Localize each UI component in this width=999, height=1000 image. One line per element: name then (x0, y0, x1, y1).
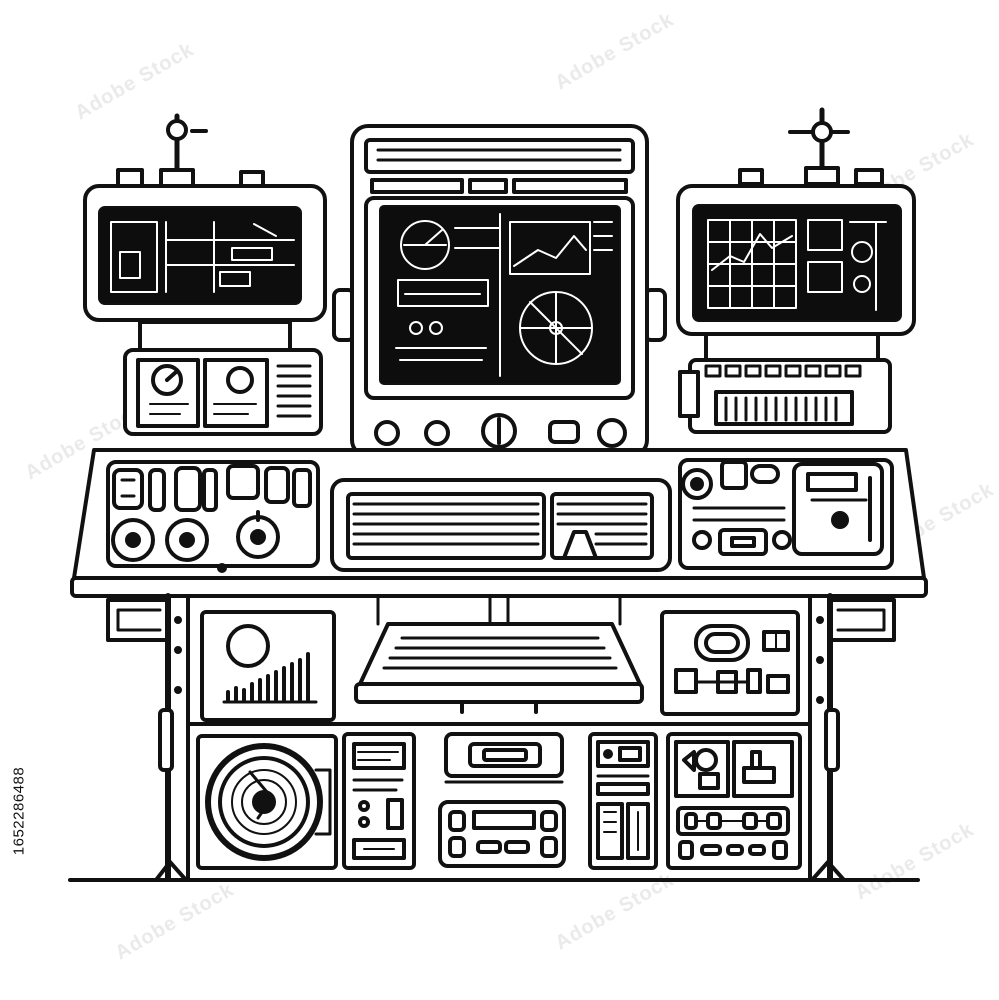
reel-drive (196, 734, 338, 870)
storage-module-left (342, 732, 416, 870)
center-monitor (332, 124, 667, 480)
watermark-text: Adobe Stock (552, 9, 678, 95)
storage-module-right (588, 732, 658, 870)
right-monitor (676, 107, 916, 434)
sensor-module (666, 732, 802, 870)
left-monitor (83, 113, 327, 436)
watermark-text: Adobe Stock (112, 879, 238, 965)
right-control-panel (678, 458, 894, 570)
main-keyboard (330, 478, 672, 572)
pullout-keyboard (354, 594, 644, 714)
stock-id-watermark: 1652286488 (4, 747, 34, 875)
left-control-panel (106, 460, 320, 573)
chart-panel (200, 610, 336, 722)
stock-id-text: 1652286488 (10, 766, 28, 856)
tape-module-bottom (438, 800, 566, 868)
watermark-text: Adobe Stock (72, 39, 198, 125)
watermark-text: Adobe Stock (852, 819, 978, 905)
desk-body (68, 593, 920, 882)
tape-module-top (444, 732, 564, 784)
gauge-panel (660, 610, 800, 716)
